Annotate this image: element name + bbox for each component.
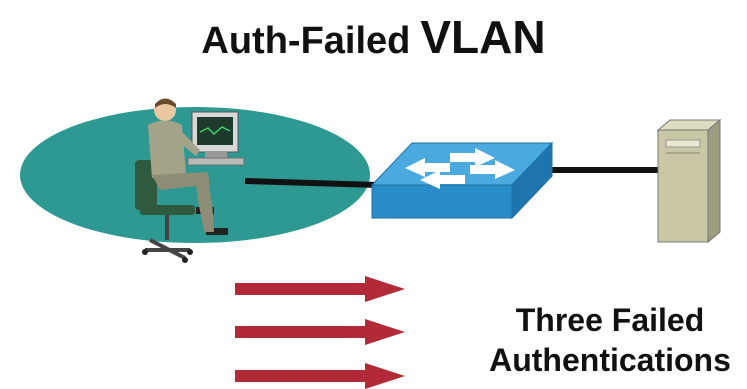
server-icon: [656, 118, 722, 244]
cable-user-to-switch: [244, 178, 379, 188]
failed-auth-arrow-3: [235, 363, 405, 389]
user-workstation-icon: [135, 98, 245, 263]
title-part-2: VLAN: [420, 11, 546, 63]
caption-line-2: Authentications: [489, 342, 731, 378]
switch-icon: [370, 141, 554, 220]
caption-line-1: Three Failed: [515, 302, 705, 338]
failed-auth-arrow-2: [235, 319, 405, 345]
title-part-1: Auth-Failed: [201, 20, 411, 62]
failed-auth-caption: Three Failed Authentications: [470, 300, 747, 380]
failed-auth-arrow-1: [235, 276, 405, 302]
